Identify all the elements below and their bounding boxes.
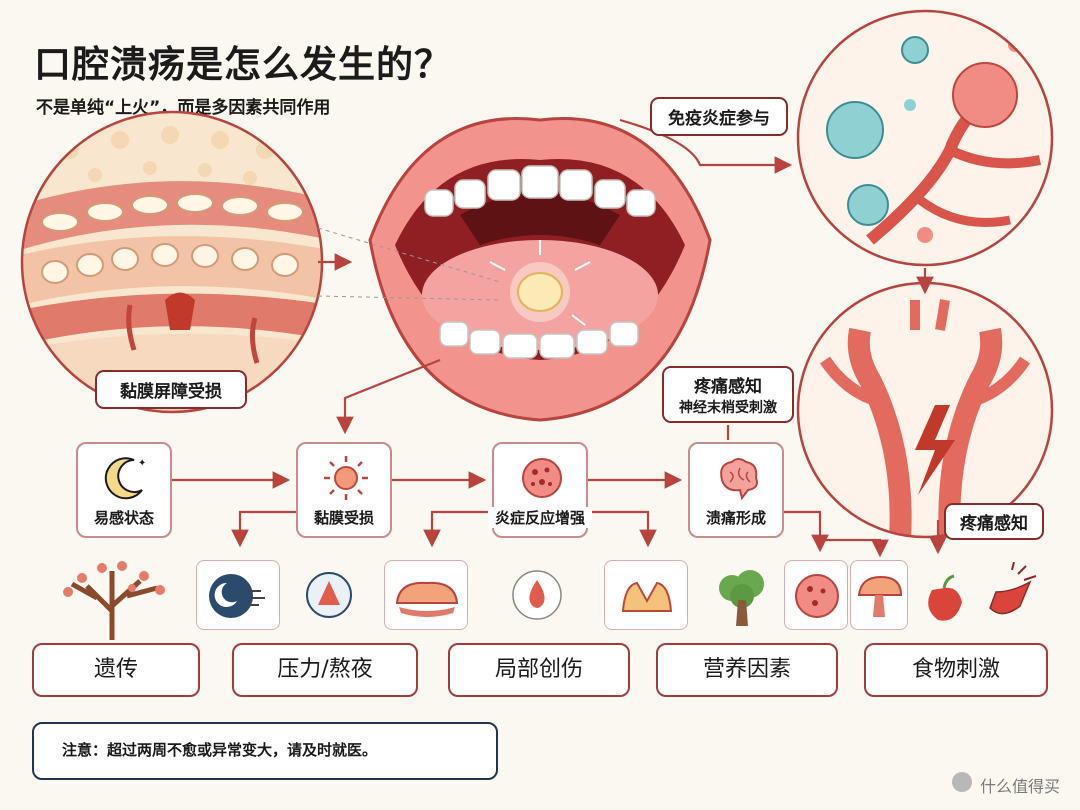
pain-nerve-text: 神经末梢受刺激 xyxy=(679,400,777,416)
pain-perception-title: 疼痛感知 xyxy=(694,377,762,397)
broccoli-icon xyxy=(719,570,764,626)
factor-genetics: 遗传 xyxy=(32,643,200,697)
mushroom-icon xyxy=(857,575,903,617)
nerve-illustration xyxy=(798,283,1052,537)
step-label: 黏膜受损 xyxy=(313,509,374,527)
moon-icon: ✦ xyxy=(104,457,146,500)
step-label: 溃痛形成 xyxy=(705,509,766,527)
cell-icon xyxy=(795,574,839,618)
page-title: 口腔溃疡是怎么发生的？ xyxy=(34,43,452,86)
immune-callout: 免疫炎症参与 xyxy=(650,97,788,136)
stress-icon xyxy=(209,574,265,618)
svg-text:✦: ✦ xyxy=(138,458,146,469)
step-inflammation: 炎症反应增强 xyxy=(488,442,592,538)
step-label: 易感状态 xyxy=(93,509,154,527)
tree-icon xyxy=(63,561,165,640)
step-susceptible: ✦ 易感状态 xyxy=(76,442,172,538)
pain-callout-right: 疼痛感知 xyxy=(944,503,1044,540)
step-mucosa-damage: 黏膜受损 xyxy=(296,442,392,538)
step-ulcer-formation: 溃痛形成 xyxy=(688,442,784,538)
chili-icon xyxy=(989,562,1037,615)
gum-icon-box xyxy=(384,560,468,630)
factor-stress: 压力/熬夜 xyxy=(232,643,418,697)
immune-cells-illustration xyxy=(798,11,1052,265)
step-label: 炎症反应增强 xyxy=(488,507,592,528)
page-subtitle: 不是单纯“上火”，而是多因素共同作用 xyxy=(36,98,331,118)
broccoli-box xyxy=(604,560,688,630)
factor-trauma: 局部创伤 xyxy=(448,643,630,697)
watermark-logo-icon xyxy=(952,772,972,792)
mucosa-damage-callout: 黏膜屏障受损 xyxy=(95,370,247,409)
pepper-icon xyxy=(928,574,962,621)
warning-note: 注意：超过两周不愈或异常变大，请及时就医。 xyxy=(32,722,498,780)
gum-icon xyxy=(395,581,459,617)
inflamed-cell-icon xyxy=(522,458,562,498)
watermark: 什么值得买 xyxy=(980,777,1061,796)
brain-icon xyxy=(720,458,758,501)
factor-nutrition: 营养因素 xyxy=(656,643,838,697)
stress-icon-box xyxy=(196,560,280,630)
factor-food: 食物刺激 xyxy=(864,643,1048,697)
wound-icon xyxy=(306,572,352,618)
pain-perception-callout: 疼痛感知 神经末梢受刺激 xyxy=(662,366,794,423)
cell-box xyxy=(784,560,848,630)
mouth-illustration xyxy=(368,117,712,422)
teeth-flame-icon xyxy=(621,581,673,612)
sun-icon xyxy=(324,456,368,500)
drop-icon xyxy=(512,570,562,620)
mushroom-box xyxy=(850,560,908,630)
